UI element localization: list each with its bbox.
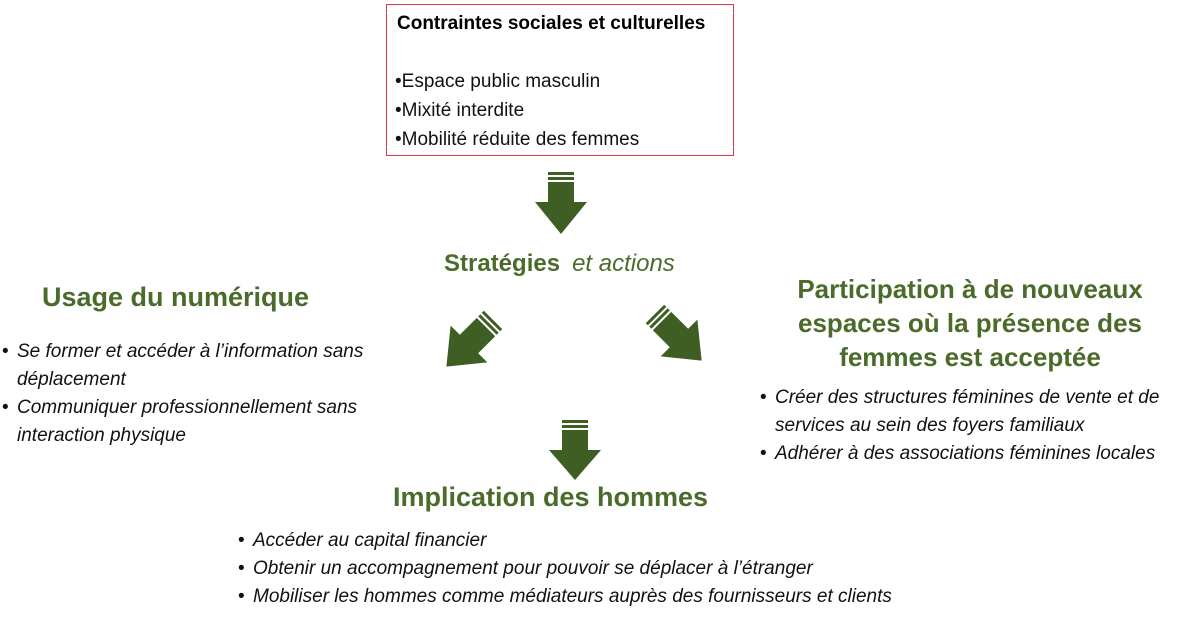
constraint-item: •Mixité interdite	[395, 100, 525, 121]
usage-title: Usage du numérique	[42, 282, 310, 312]
usage-item: Se former et accéder à l’information san…	[2, 338, 447, 394]
strategies-heading: Stratégies et actions	[444, 250, 675, 278]
strategies-italic: et actions	[572, 250, 675, 277]
participation-item: Créer des structures féminines de vente …	[760, 384, 1200, 440]
implication-item: Accéder au capital financier	[238, 527, 938, 555]
constraints-box: Contraintes sociales et culturelles •Esp…	[386, 4, 734, 156]
arrow-down-icon	[535, 172, 587, 234]
arrow-down-right-icon	[645, 304, 702, 361]
implication-item: Mobiliser les hommes comme médiateurs au…	[238, 583, 938, 611]
strategies-bold: Stratégies	[444, 250, 561, 277]
participation-title: Participation à de nouveaux espaces où l…	[797, 274, 1143, 372]
constraints-title: Contraintes sociales et culturelles	[397, 13, 706, 34]
participation-item: Adhérer à des associations féminines loc…	[760, 440, 1200, 468]
arrow-down-left-icon	[446, 310, 503, 367]
constraint-item: •Espace public masculin	[395, 71, 601, 92]
constraint-item: •Mobilité réduite des femmes	[395, 129, 640, 150]
usage-list: Se former et accéder à l’information san…	[2, 338, 447, 450]
participation-list: Créer des structures féminines de vente …	[760, 384, 1200, 468]
implication-list: Accéder au capital financier Obtenir un …	[238, 527, 938, 611]
constraints-list: •Espace public masculin •Mixité interdit…	[395, 67, 639, 154]
implication-title: Implication des hommes	[393, 482, 709, 512]
implication-item: Obtenir un accompagnement pour pouvoir s…	[238, 555, 938, 583]
arrow-down-icon	[549, 420, 601, 480]
usage-item: Communiquer professionnellement sans int…	[2, 394, 447, 450]
